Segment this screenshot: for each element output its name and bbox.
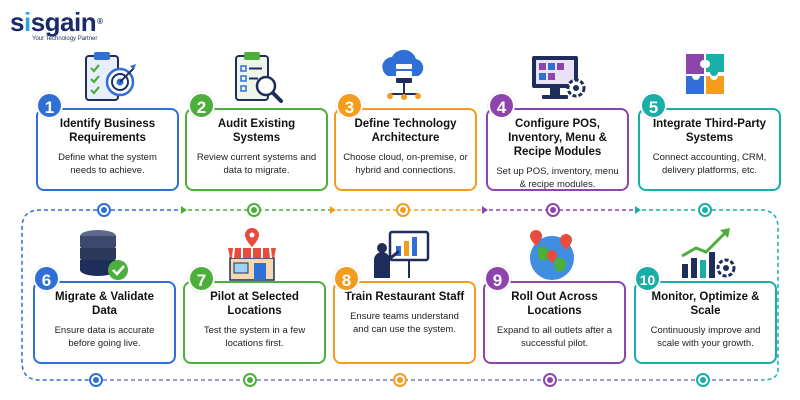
step-card-1: Identify Business Requirements Define wh… [36, 108, 179, 191]
step-number-badge: 9 [484, 265, 511, 292]
step-description: Ensure teams understand and can use the … [350, 311, 459, 335]
cloud-server-icon [374, 48, 434, 103]
step-title: Audit Existing Systems [217, 118, 296, 144]
step-title: Pilot at Selected Locations [210, 291, 299, 317]
step-number-badge: 3 [336, 92, 363, 119]
step-card-9: Roll Out Across Locations Expand to all … [483, 281, 626, 364]
brand-tagline: Your Technology Partner [32, 36, 98, 42]
step-title: Train Restaurant Staff [344, 291, 465, 303]
step-number-badge: 6 [33, 265, 60, 292]
brand-name: sisgain® [10, 7, 103, 37]
step-card-7: Pilot at Selected Locations Test the sys… [183, 281, 326, 364]
presentation-icon [370, 228, 430, 283]
step-description: Continuously improve and scale with your… [650, 325, 761, 349]
storefront-pin-icon [222, 226, 282, 281]
step-title: Configure POS, Inventory, Menu & Recipe … [508, 118, 607, 158]
monitor-gear-icon [528, 52, 588, 107]
step-description: Expand to all outlets after a successful… [496, 325, 613, 349]
step-number-badge: 1 [36, 92, 63, 119]
step-number-badge: 4 [488, 92, 515, 119]
clipboard-magnifier-icon [226, 50, 286, 105]
step-description: Connect accounting, CRM, delivery platfo… [652, 152, 767, 176]
step-number-badge: 8 [333, 265, 360, 292]
step-description: Review current systems and data to migra… [196, 152, 317, 176]
step-card-2: Audit Existing Systems Review current sy… [185, 108, 328, 191]
step-description: Test the system in a few locations first… [203, 325, 306, 349]
step-card-3: Define Technology Architecture Choose cl… [334, 108, 477, 191]
step-number-badge: 2 [188, 92, 215, 119]
growth-chart-gear-icon [676, 226, 736, 281]
step-card-6: Migrate & Validate Data Ensure data is a… [33, 281, 176, 364]
step-description: Choose cloud, on-premise, or hybrid and … [343, 152, 468, 176]
step-card-4: Configure POS, Inventory, Menu & Recipe … [486, 108, 629, 191]
globe-pins-icon [522, 228, 582, 283]
step-number-badge: 7 [188, 265, 215, 292]
step-number-badge: 10 [634, 265, 661, 292]
step-number-badge: 5 [640, 92, 667, 119]
checklist-target-icon [78, 50, 138, 105]
step-card-5: Integrate Third-Party Systems Connect ac… [638, 108, 781, 191]
step-card-10: Monitor, Optimize & Scale Continuously i… [634, 281, 777, 364]
brand-logo: sisgain® Your Technology Partner [10, 8, 103, 42]
puzzle-icon [680, 50, 740, 105]
step-card-8: Train Restaurant Staff Ensure teams unde… [333, 281, 476, 364]
step-description: Set up POS, inventory, menu & recipe mod… [496, 166, 619, 190]
step-title: Integrate Third-Party Systems [652, 118, 767, 144]
step-title: Roll Out Across Locations [511, 291, 598, 317]
step-title: Monitor, Optimize & Scale [651, 291, 760, 317]
step-title: Define Technology Architecture [354, 118, 457, 144]
step-description: Ensure data is accurate before going liv… [54, 325, 155, 349]
step-description: Define what the system needs to achieve. [58, 152, 157, 176]
step-title: Migrate & Validate Data [54, 291, 155, 317]
database-check-icon [72, 228, 132, 283]
step-title: Identify Business Requirements [59, 118, 156, 144]
